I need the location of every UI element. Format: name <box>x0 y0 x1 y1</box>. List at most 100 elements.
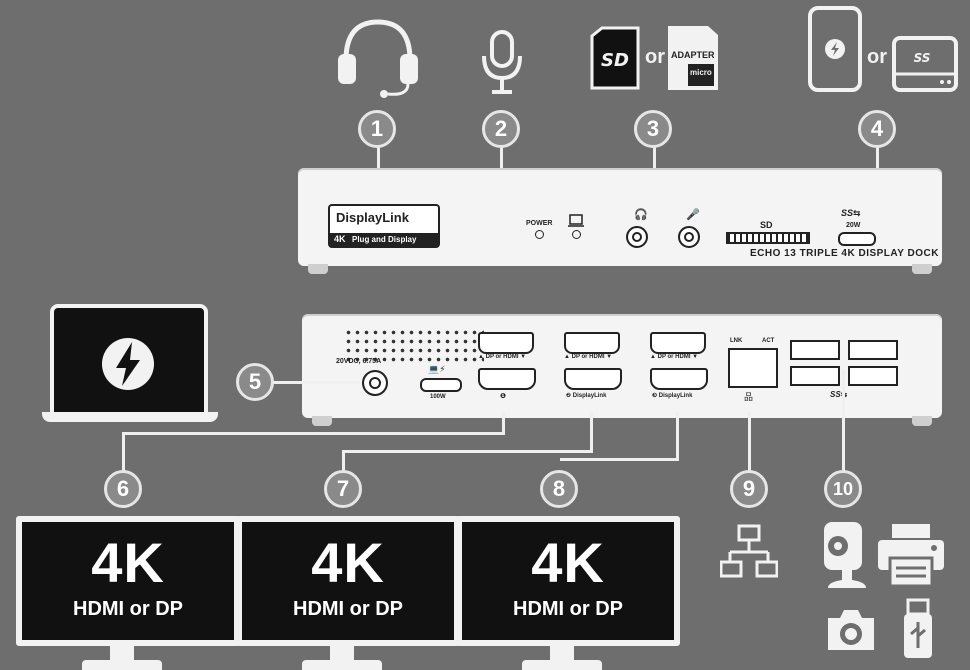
monitor-1-base <box>82 660 162 670</box>
connector-line-8v <box>676 412 679 460</box>
sd-adapter-icon: ADAPTER micro <box>668 26 718 90</box>
model-name: ECHO 13 TRIPLE 4K DISPLAY DOCK <box>750 248 939 259</box>
ethernet-port[interactable] <box>728 348 778 388</box>
or-text-phone: or <box>867 46 887 68</box>
callout-badge-7: 7 <box>324 470 362 508</box>
displayport-2[interactable] <box>564 332 620 354</box>
monitor-3-resolution: 4K <box>531 531 605 594</box>
callout-badge-9: 9 <box>730 470 768 508</box>
power-spec-label: 20VDC, 6.75A <box>336 358 382 365</box>
microphone-icon <box>482 30 522 94</box>
connector-line-5 <box>270 381 360 384</box>
port-label-2: ❷ DisplayLink <box>566 393 607 399</box>
monitor-1-resolution: 4K <box>91 531 165 594</box>
sd-card-slot[interactable] <box>726 232 810 244</box>
monitor-2-connection: HDMI or DP <box>293 598 403 620</box>
external-drive-icon: SS <box>892 36 958 92</box>
connector-line-9 <box>748 412 751 472</box>
monitor-3: 4K HDMI or DP <box>456 516 680 646</box>
usb-a-port-2[interactable] <box>848 340 898 360</box>
laptop-icon <box>42 304 218 426</box>
ethernet-act-label: ACT <box>762 338 775 344</box>
or-text-sd: or <box>645 46 665 68</box>
connector-line-10 <box>842 370 845 472</box>
sd-card-icon: SD <box>590 26 640 90</box>
svg-text:SD: SD <box>601 50 629 71</box>
displaylink-logo: DisplayLink 4K Plug and Display <box>328 204 440 248</box>
front-foot-left <box>308 264 328 274</box>
usb-a-port-3[interactable] <box>790 366 840 386</box>
monitor-2-neck <box>330 646 354 660</box>
rear-foot-right <box>912 416 932 426</box>
vent-grille <box>344 328 484 364</box>
connector-line-7d <box>342 450 345 474</box>
dock-rear-panel: 20VDC, 6.75A 💻⚡ 100W ▲ DP or HDMI ▼ ❶ ▲ … <box>302 314 942 418</box>
thunderbolt-icon <box>102 338 154 390</box>
dock-front-panel: DisplayLink 4K Plug and Display POWER 🎧 … <box>298 168 942 266</box>
usb-superspeed-icon: SS⇆ <box>830 390 848 399</box>
callout-badge-3: 3 <box>634 110 672 148</box>
monitor-1: 4K HDMI or DP <box>16 516 240 646</box>
connector-line-3 <box>653 146 656 176</box>
monitor-1-connection: HDMI or DP <box>73 598 183 620</box>
headphone-port-icon: 🎧 <box>634 209 648 221</box>
displayport-1[interactable] <box>478 332 534 354</box>
ethernet-port-icon: 品 <box>744 392 754 402</box>
rear-usbc-port[interactable] <box>420 378 462 392</box>
mic-port-icon: 🎤 <box>686 209 700 221</box>
usb-a-port-1[interactable] <box>790 340 840 360</box>
svg-text:SS: SS <box>914 51 931 65</box>
connector-line-6h <box>122 432 505 435</box>
hdmi-port-2[interactable] <box>564 368 622 390</box>
monitor-3-neck <box>550 646 574 660</box>
charge-led <box>572 230 581 239</box>
sd-label: SD <box>760 220 773 230</box>
hdmi-port-1[interactable] <box>478 368 536 390</box>
monitor-3-base <box>522 660 602 670</box>
callout-badge-4: 4 <box>858 110 896 148</box>
power-led <box>535 230 544 239</box>
port-label-3: ❸ DisplayLink <box>652 393 693 399</box>
connector-line-7h <box>342 450 593 453</box>
callout-badge-2: 2 <box>482 110 520 148</box>
printer-icon <box>878 524 944 588</box>
usbc-watt-label: 20W <box>846 222 861 229</box>
ethernet-lnk-label: LNK <box>730 338 743 344</box>
hdmi-port-3[interactable] <box>650 368 708 390</box>
callout-badge-1: 1 <box>358 110 396 148</box>
connector-line-6v <box>502 412 505 434</box>
displayport-3[interactable] <box>650 332 706 354</box>
superspeed-icon: SS⇆ <box>841 208 861 218</box>
connector-line-8h <box>560 458 679 461</box>
dc-power-jack[interactable] <box>362 370 388 396</box>
rear-foot-left <box>312 416 332 426</box>
monitor-2-base <box>302 660 382 670</box>
camera-icon <box>828 610 874 650</box>
callout-badge-10: 10 <box>824 470 862 508</box>
monitor-2-resolution: 4K <box>311 531 385 594</box>
laptop-power-icon: 💻⚡ <box>428 364 446 374</box>
callout-badge-6: 6 <box>104 470 142 508</box>
rear-usbc-watt: 100W <box>430 394 446 400</box>
dp-hdmi-label-2: ▲ DP or HDMI ▼ <box>564 354 613 360</box>
usb-a-port-4[interactable] <box>848 366 898 386</box>
mic-jack[interactable] <box>678 226 700 248</box>
power-label: POWER <box>526 220 553 227</box>
connector-line-2 <box>500 146 503 178</box>
usb-flash-drive-icon <box>904 598 932 658</box>
callout-badge-5: 5 <box>236 363 274 401</box>
laptop-charge-icon <box>568 214 584 227</box>
front-foot-right <box>912 264 932 274</box>
webcam-icon <box>824 522 866 588</box>
port-label-1: ❶ <box>500 393 506 400</box>
phone-icon <box>808 6 862 92</box>
dp-hdmi-label-3: ▲ DP or HDMI ▼ <box>650 354 699 360</box>
headset-icon <box>338 19 418 98</box>
callout-badge-8: 8 <box>540 470 578 508</box>
connector-line-7v <box>590 412 593 452</box>
monitor-2: 4K HDMI or DP <box>236 516 460 646</box>
dp-hdmi-label-1: ▲ DP or HDMI ▼ <box>478 354 527 360</box>
monitor-3-connection: HDMI or DP <box>513 598 623 620</box>
front-usbc-port[interactable] <box>838 232 876 246</box>
headphone-jack[interactable] <box>626 226 648 248</box>
